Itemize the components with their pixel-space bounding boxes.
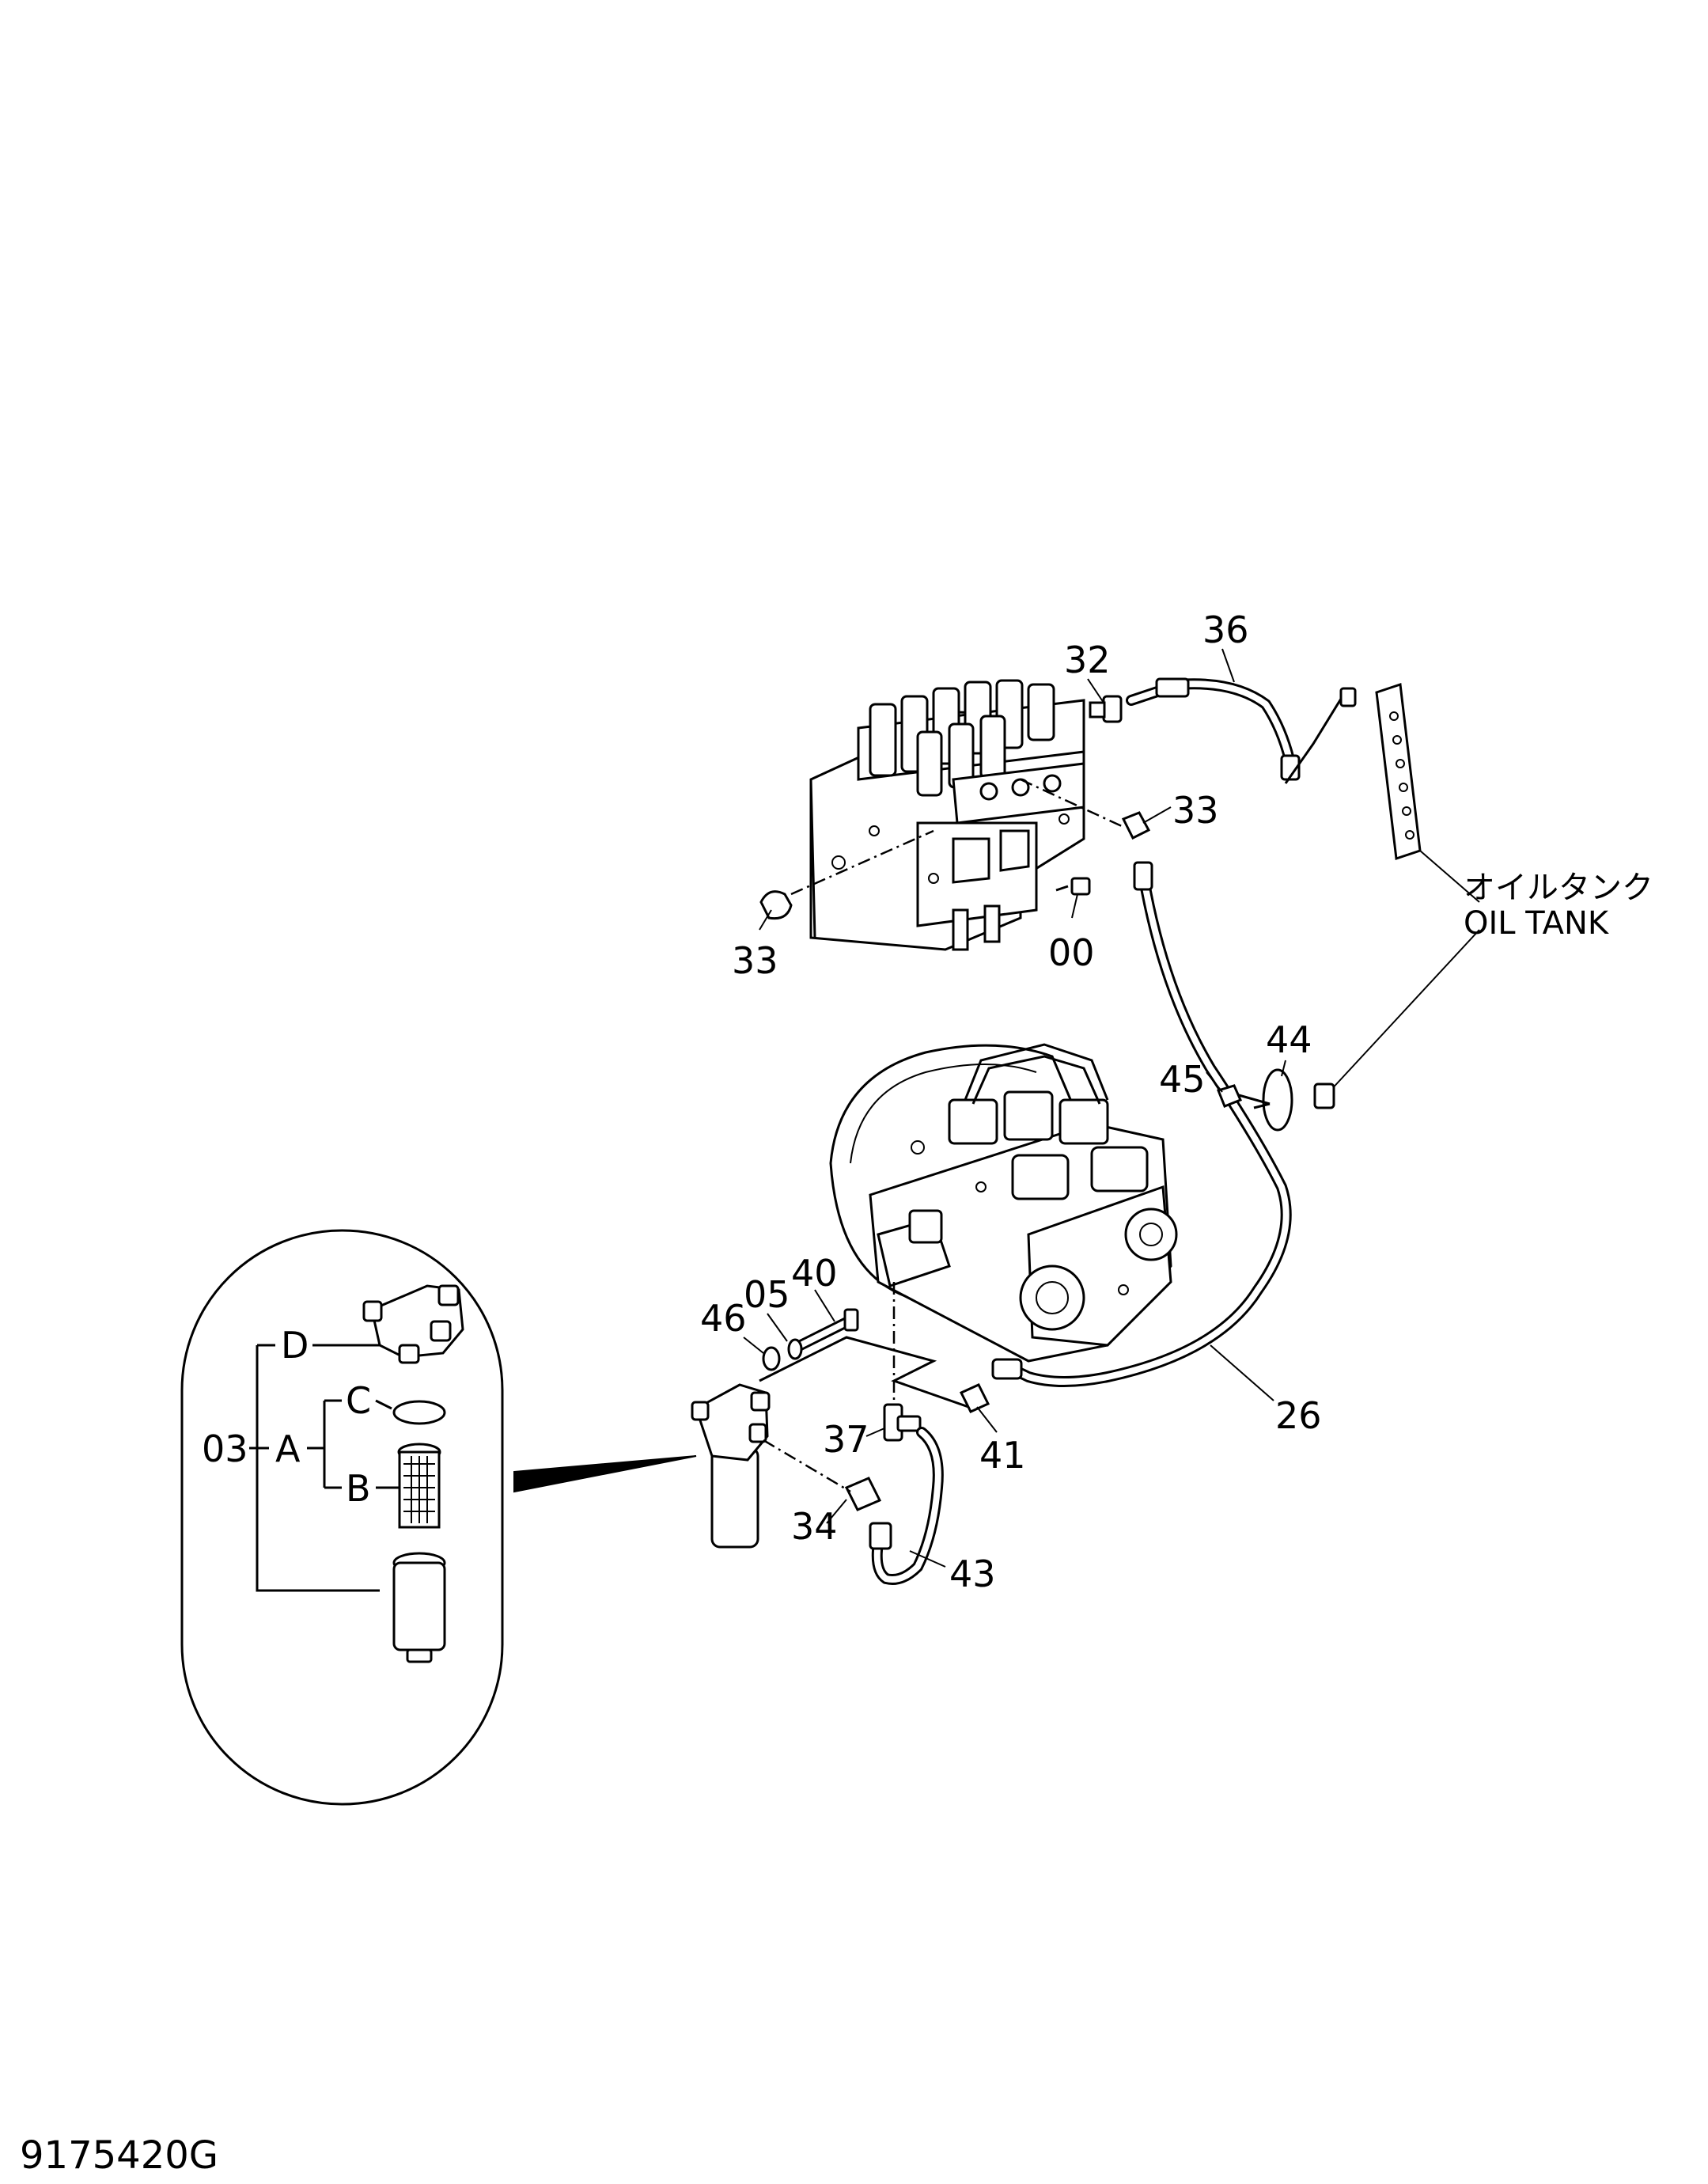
washer-05-drawing <box>787 1338 803 1360</box>
callout-05: 05 <box>744 1273 790 1316</box>
callout-33-left: 33 <box>732 939 778 982</box>
callout-46: 46 <box>700 1297 747 1340</box>
mounting-leader-drawing <box>759 1336 974 1410</box>
fitting-41-drawing <box>959 1383 990 1413</box>
oil-tank-label: オイルタンク OIL TANK <box>1464 870 1653 942</box>
callout-labels: 32 36 33 33 00 44 45 40 05 46 37 41 26 3… <box>700 609 1322 1595</box>
tree-root-line <box>256 1345 380 1592</box>
washer-46-drawing <box>762 1346 781 1371</box>
callout-41: 41 <box>979 1434 1026 1477</box>
control-valve-drawing <box>809 679 1085 951</box>
callout-43: 43 <box>949 1553 996 1595</box>
drawing-code: 9175420G <box>20 2133 218 2178</box>
bolt-40-drawing <box>790 1308 859 1355</box>
bolt-00-drawing <box>1055 877 1091 896</box>
fitting-33-left-drawing <box>759 829 934 920</box>
callout-00: 00 <box>1048 931 1095 974</box>
hose-36-drawing <box>1126 677 1357 784</box>
oil-tank-port-drawing <box>1313 1083 1335 1109</box>
fitting-34-drawing <box>763 1439 882 1511</box>
o-ring-c-drawing <box>392 1400 446 1425</box>
filter-bowl-drawing <box>392 1552 446 1663</box>
oil-tank-label-en: OIL TANK <box>1464 905 1610 942</box>
detail-label-d: D <box>281 1324 309 1367</box>
filter-element-b-drawing <box>397 1443 441 1529</box>
filter-assembly-drawing <box>691 1383 771 1549</box>
callout-leaders <box>743 648 1286 1568</box>
detail-label-c: C <box>346 1379 371 1422</box>
callout-32: 32 <box>1064 639 1111 681</box>
filter-detail-bubble: D C A B 03 <box>180 1229 697 1806</box>
filter-head-d-drawing <box>362 1284 464 1364</box>
detail-label-03: 03 <box>202 1428 248 1470</box>
callout-45: 45 <box>1159 1058 1206 1101</box>
bolt-45-drawing <box>1216 1084 1271 1108</box>
callout-34: 34 <box>791 1505 838 1548</box>
oil-tank-leader-lower <box>1328 929 1480 1093</box>
fitting-37-drawing <box>883 1403 922 1442</box>
pump-assembly-drawing <box>829 1043 1178 1363</box>
callout-36: 36 <box>1202 609 1249 651</box>
hose-43-drawing <box>869 1427 944 1585</box>
callout-26: 26 <box>1275 1394 1322 1437</box>
fitting-33-right-drawing <box>1020 778 1151 840</box>
clamp-44-drawing <box>1253 1068 1293 1132</box>
callout-40: 40 <box>791 1252 838 1295</box>
detail-label-b: B <box>346 1467 371 1510</box>
oil-tank-plate-drawing <box>1375 682 1422 861</box>
oil-tank-label-jp: オイルタンク <box>1464 870 1653 906</box>
callout-33-right: 33 <box>1172 789 1219 832</box>
callout-37: 37 <box>823 1418 869 1461</box>
hose-26-drawing <box>991 861 1292 1387</box>
fitting-32-drawing <box>1089 695 1123 723</box>
callout-44: 44 <box>1266 1018 1312 1061</box>
detail-label-a: A <box>275 1428 301 1470</box>
oil-tank-leader-upper <box>1419 850 1480 903</box>
